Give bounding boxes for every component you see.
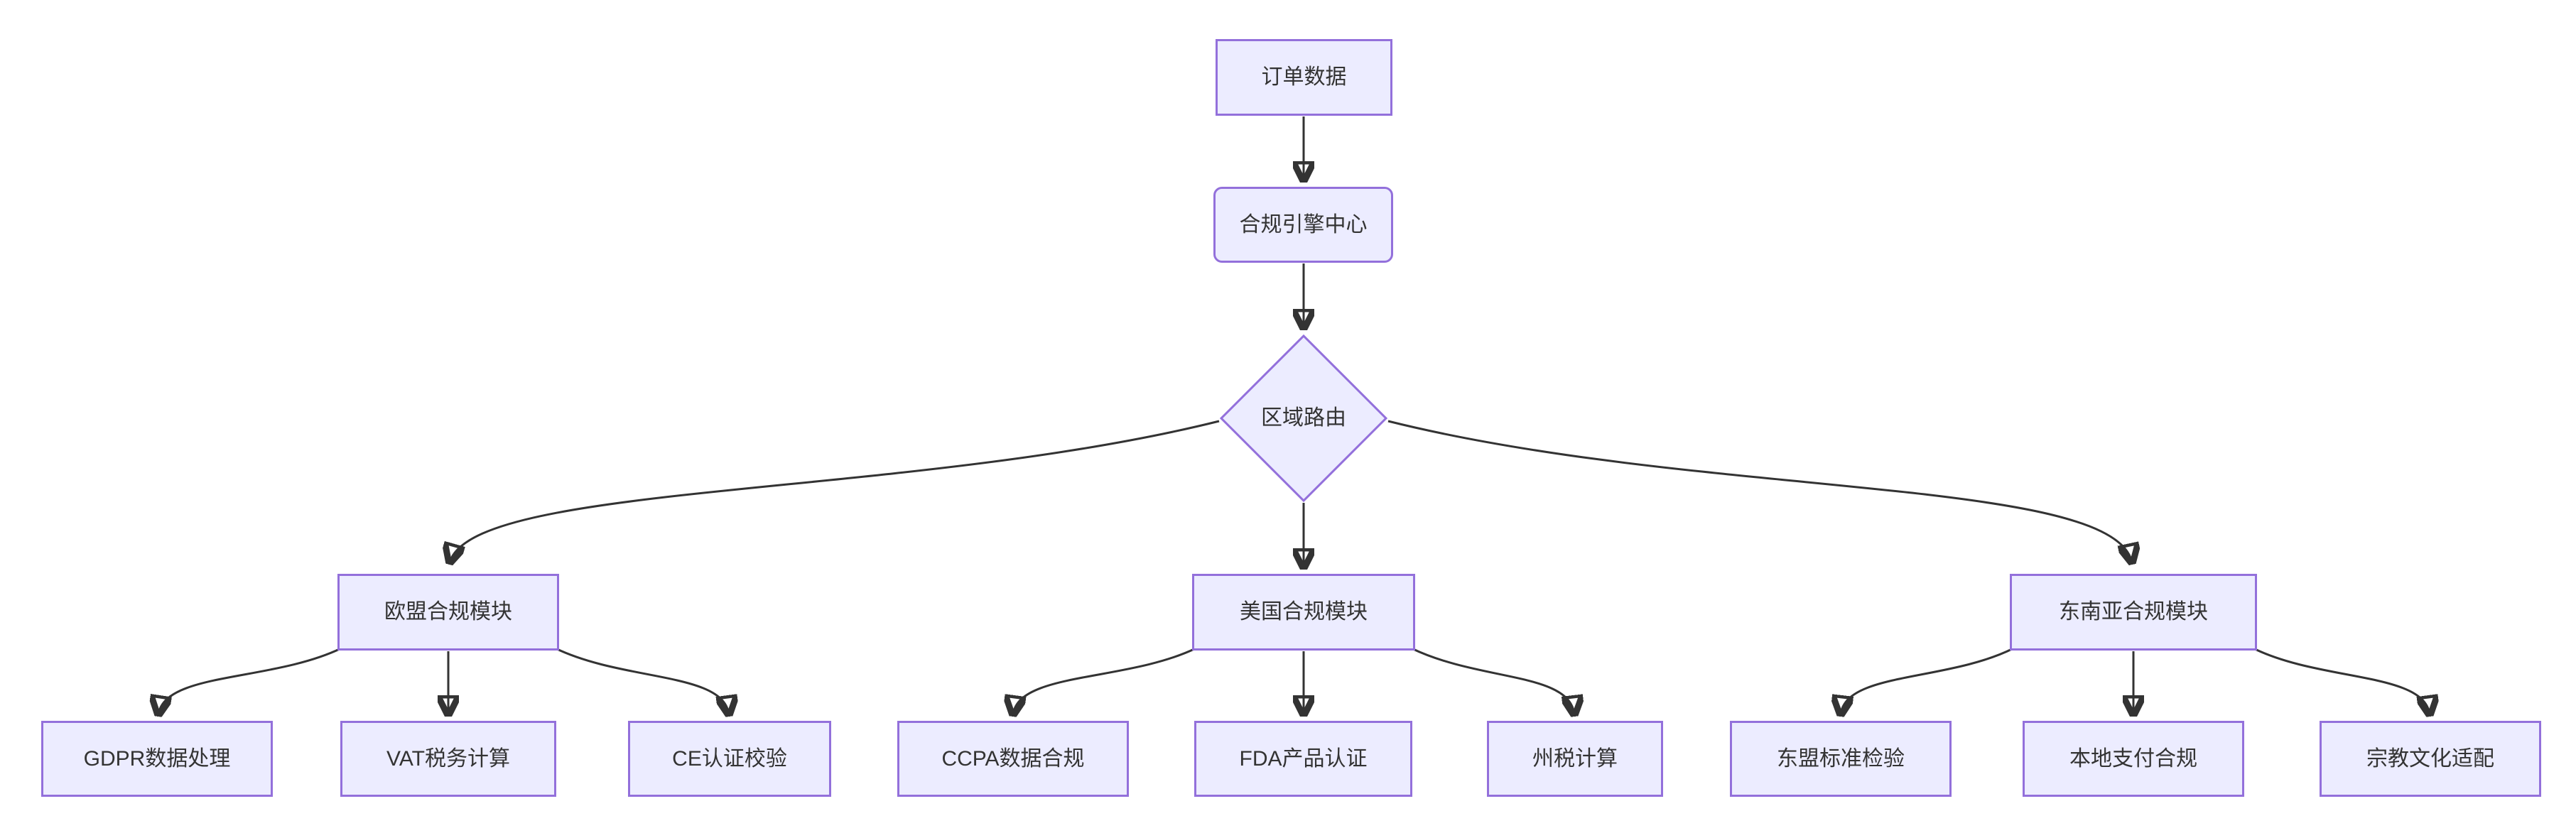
node-region-router: 区域路由 bbox=[1219, 334, 1388, 503]
edge-us-to-statetax bbox=[1411, 647, 1574, 714]
node-state-tax-label: 州税计算 bbox=[1532, 746, 1618, 771]
node-sea-module: 东南亚合规模块 bbox=[2010, 574, 2257, 651]
node-fda: FDA产品认证 bbox=[1194, 721, 1412, 797]
edge-sea-to-religion bbox=[2253, 647, 2430, 714]
node-compliance-engine: 合规引擎中心 bbox=[1213, 187, 1393, 263]
node-us-module: 美国合规模块 bbox=[1192, 574, 1415, 651]
node-eu-module-label: 欧盟合规模块 bbox=[384, 600, 512, 624]
edge-eu-to-ce bbox=[555, 647, 729, 714]
node-region-router-label: 区域路由 bbox=[1261, 406, 1346, 430]
node-us-module-label: 美国合规模块 bbox=[1240, 600, 1368, 624]
node-ccpa-label: CCPA数据合规 bbox=[941, 746, 1085, 771]
edge-eu-to-gdpr bbox=[158, 647, 342, 714]
node-ce: CE认证校验 bbox=[628, 721, 831, 797]
node-order-data: 订单数据 bbox=[1216, 39, 1392, 116]
node-religion-culture-label: 宗教文化适配 bbox=[2366, 746, 2494, 771]
edge-sea-to-asean bbox=[1841, 647, 2014, 714]
node-gdpr-label: GDPR数据处理 bbox=[83, 746, 231, 771]
node-ce-label: CE认证校验 bbox=[672, 746, 787, 771]
node-asean-standard: 东盟标准检验 bbox=[1730, 721, 1952, 797]
node-gdpr: GDPR数据处理 bbox=[41, 721, 273, 797]
node-religion-culture: 宗教文化适配 bbox=[2320, 721, 2541, 797]
node-local-payment: 本地支付合规 bbox=[2023, 721, 2244, 797]
node-order-data-label: 订单数据 bbox=[1261, 65, 1347, 89]
node-eu-module: 欧盟合规模块 bbox=[337, 574, 559, 651]
node-asean-standard-label: 东盟标准检验 bbox=[1777, 746, 1905, 771]
node-vat-label: VAT税务计算 bbox=[386, 746, 510, 771]
node-sea-module-label: 东南亚合规模块 bbox=[2059, 600, 2208, 624]
node-ccpa: CCPA数据合规 bbox=[897, 721, 1129, 797]
node-local-payment-label: 本地支付合规 bbox=[2069, 746, 2197, 771]
node-state-tax: 州税计算 bbox=[1487, 721, 1663, 797]
node-vat: VAT税务计算 bbox=[340, 721, 556, 797]
edge-router-to-sea bbox=[1387, 420, 2132, 562]
node-compliance-engine-label: 合规引擎中心 bbox=[1239, 212, 1368, 236]
edge-router-to-eu bbox=[450, 420, 1220, 562]
node-fda-label: FDA产品认证 bbox=[1239, 746, 1368, 771]
edge-us-to-ccpa bbox=[1013, 647, 1196, 714]
